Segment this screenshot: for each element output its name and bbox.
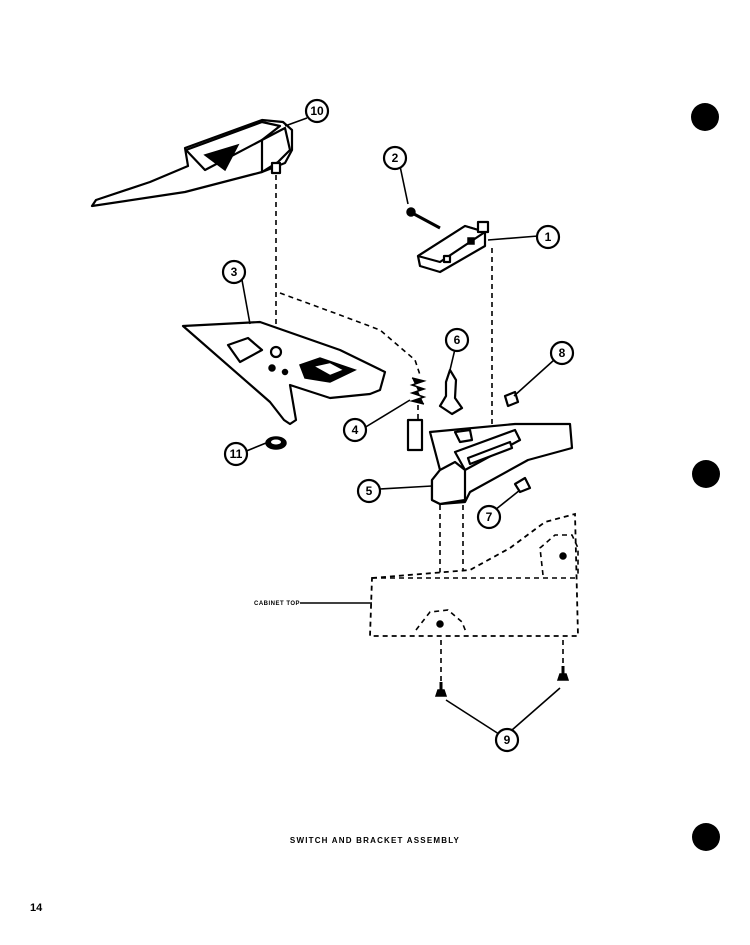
page-number: 14 xyxy=(30,902,43,914)
cabinet-top-label: CABINET TOP xyxy=(254,601,300,607)
svg-text:8: 8 xyxy=(559,346,566,360)
part-10-lever xyxy=(90,118,294,208)
callout-6: 6 xyxy=(444,327,470,353)
punch-hole xyxy=(692,823,720,851)
part-5-mounting-bracket xyxy=(428,422,574,506)
callout-4: 4 xyxy=(342,417,368,443)
callout-9: 9 xyxy=(494,727,520,753)
svg-text:10: 10 xyxy=(310,104,324,118)
svg-text:9: 9 xyxy=(504,733,511,747)
part-1-switch xyxy=(416,220,490,274)
punch-hole xyxy=(691,103,719,131)
part-11-grommet xyxy=(265,436,287,450)
callout-11: 11 xyxy=(223,441,249,467)
svg-text:6: 6 xyxy=(454,333,461,347)
svg-text:11: 11 xyxy=(230,447,243,461)
part-6-clip xyxy=(438,368,464,416)
callout-7: 7 xyxy=(476,504,502,530)
callout-5: 5 xyxy=(356,478,382,504)
svg-text:5: 5 xyxy=(366,484,373,498)
leader-lines xyxy=(241,117,561,737)
part-2-screw xyxy=(406,207,441,230)
svg-text:2: 2 xyxy=(392,151,399,165)
callout-8: 8 xyxy=(549,340,575,366)
callout-3: 3 xyxy=(221,259,247,285)
svg-text:1: 1 xyxy=(545,230,552,244)
part-7-nut xyxy=(513,476,532,494)
svg-text:4: 4 xyxy=(352,423,359,437)
part-4-spring xyxy=(406,377,427,452)
punch-hole xyxy=(692,460,720,488)
callout-1: 1 xyxy=(535,224,561,250)
part-3-bracket xyxy=(181,320,387,426)
cabinet-top-outline xyxy=(369,512,579,637)
svg-text:7: 7 xyxy=(486,510,493,524)
figure-caption: SWITCH AND BRACKET ASSEMBLY xyxy=(289,836,461,845)
callout-10: 10 xyxy=(304,98,330,124)
part-9-screws xyxy=(434,666,570,697)
svg-text:3: 3 xyxy=(231,265,238,279)
callout-2: 2 xyxy=(382,145,408,171)
alignment-line xyxy=(279,292,421,376)
